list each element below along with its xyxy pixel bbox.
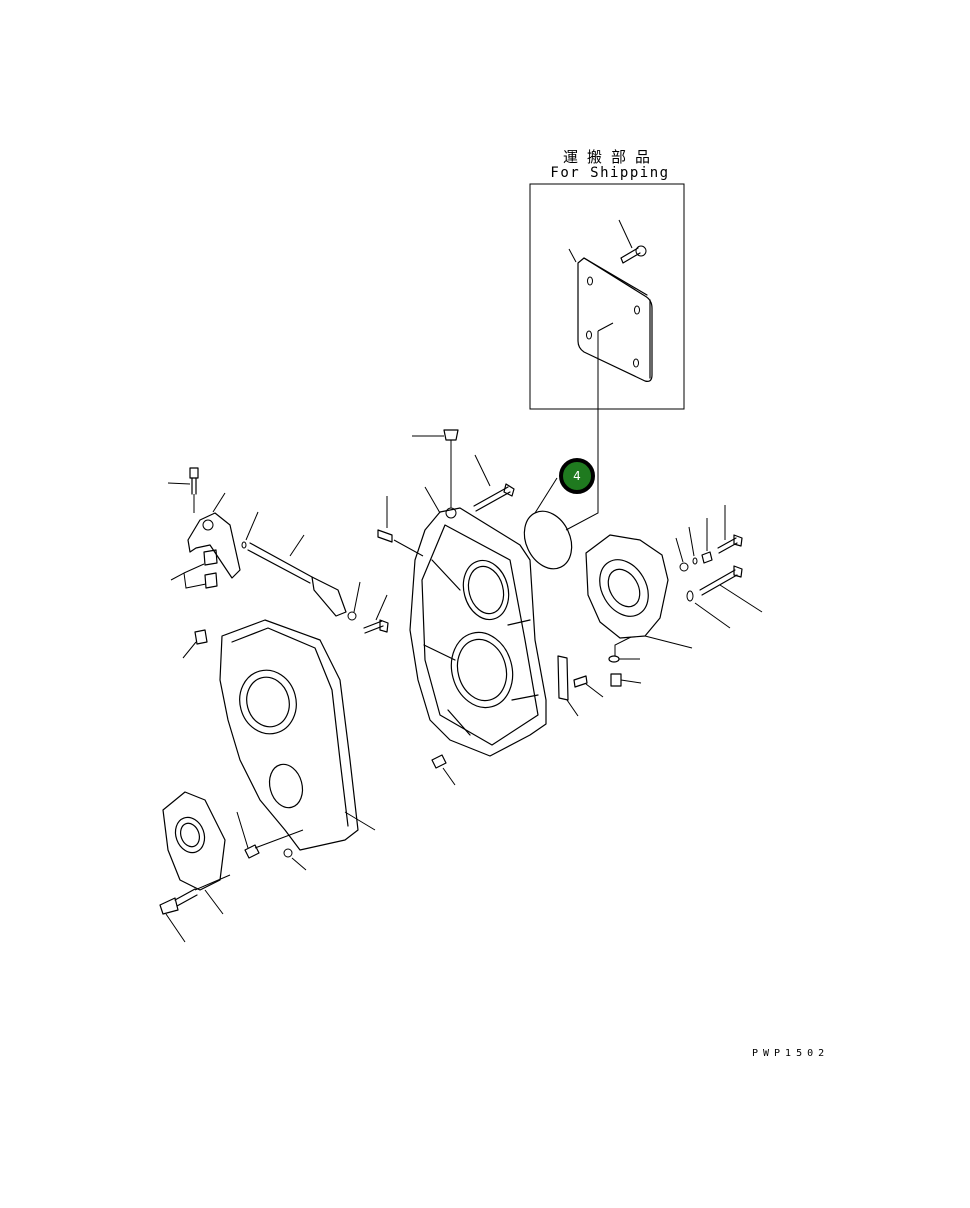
shipping-parts-box [529, 183, 685, 531]
main-gear-cover [377, 429, 604, 786]
callout-number: 4 [573, 469, 581, 483]
part-callout-4[interactable]: 4 [559, 458, 595, 494]
shipping-label-en: For Shipping [550, 165, 670, 181]
linkage-assembly [167, 467, 389, 634]
lower-transfer-case [159, 619, 376, 943]
o-ring [523, 477, 573, 570]
right-bearing-housing [585, 505, 763, 687]
shipping-label-jp: 運搬部品 [562, 148, 659, 166]
drawing-code: PWP1502 [752, 1048, 830, 1059]
